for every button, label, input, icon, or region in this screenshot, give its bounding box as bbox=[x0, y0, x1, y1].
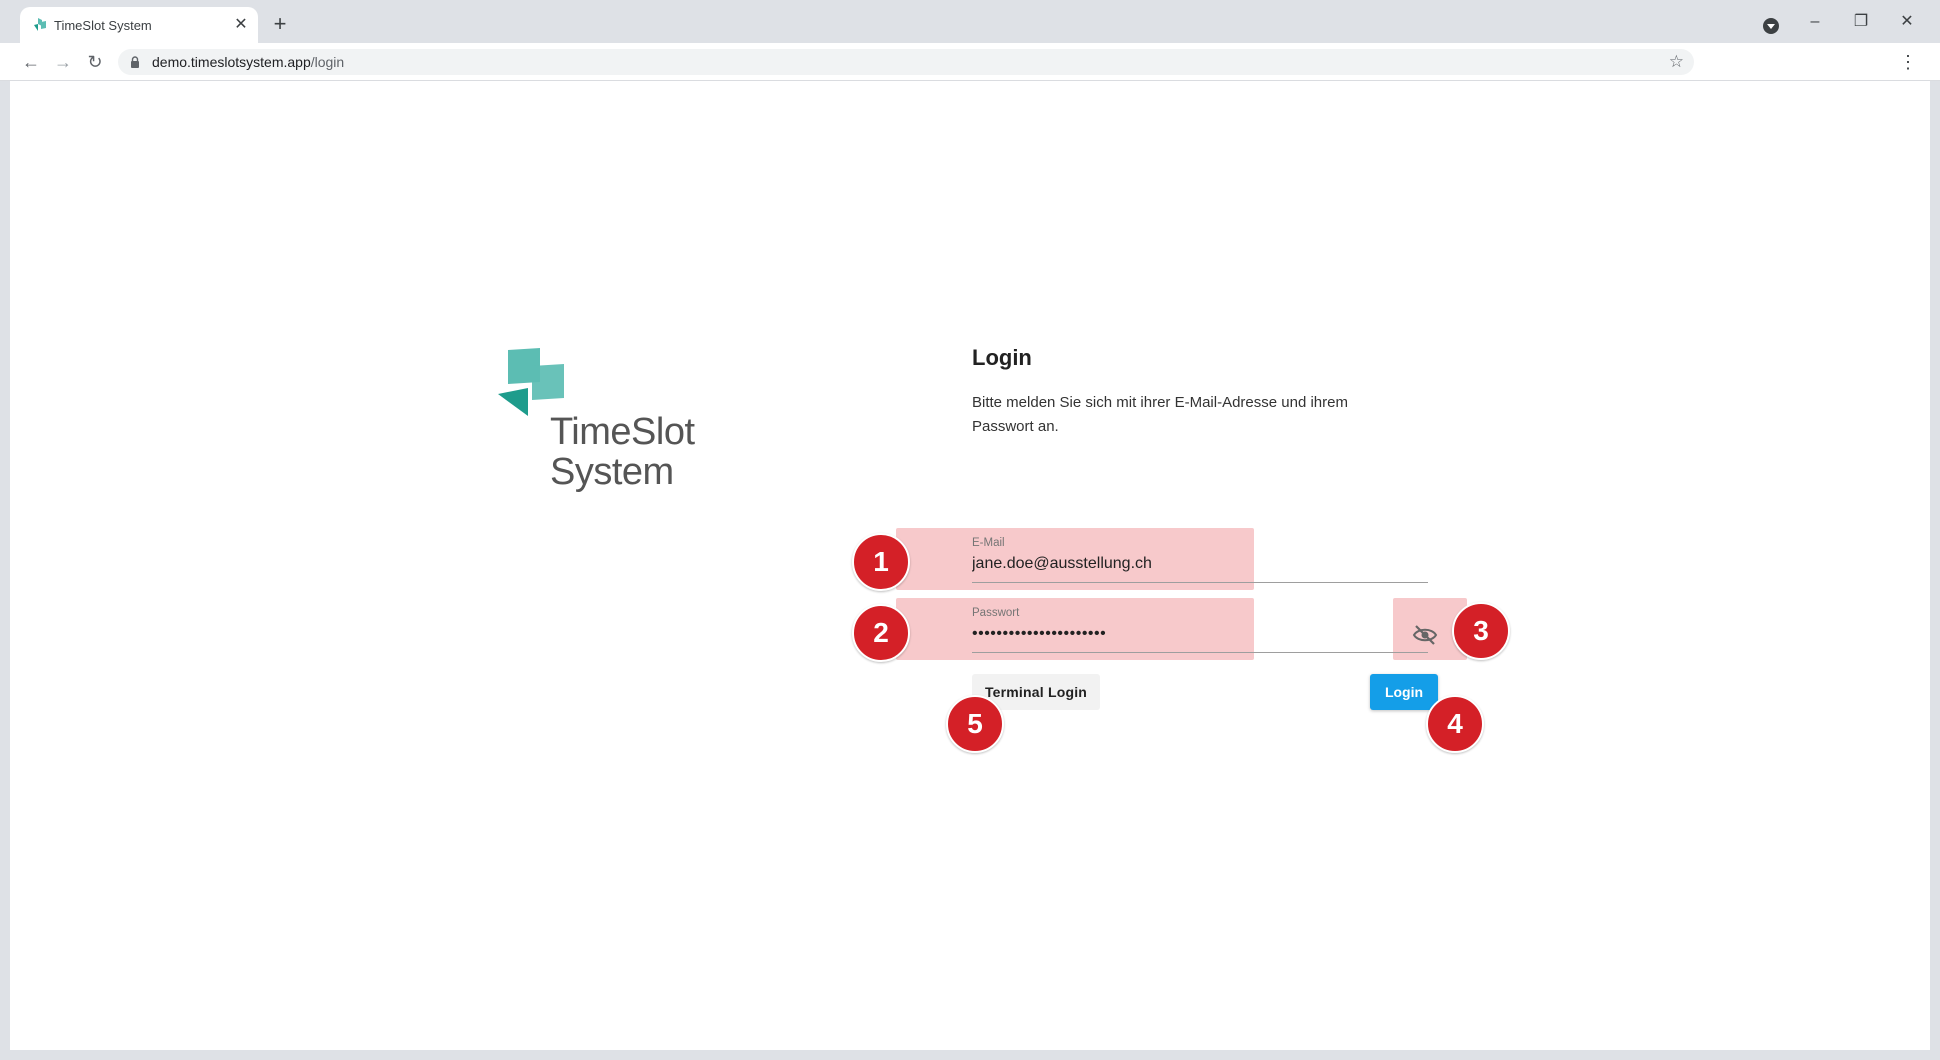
password-field[interactable]: Passwort •••••••••••••••••••••• bbox=[972, 607, 1428, 653]
address-bar[interactable]: demo.timeslotsystem.app/login ☆ bbox=[118, 49, 1694, 75]
marker-1: 1 bbox=[852, 533, 910, 591]
login-heading: Login bbox=[972, 345, 1032, 370]
forward-icon[interactable]: → bbox=[54, 52, 72, 72]
timeslot-favicon-icon bbox=[34, 18, 46, 31]
browser-tab[interactable]: TimeSlot System ✕ bbox=[20, 7, 258, 43]
marker-2: 2 bbox=[852, 604, 910, 662]
close-window-icon[interactable]: ✕ bbox=[1900, 13, 1914, 30]
login-description: Bitte melden Sie sich mit ihrer E-Mail-A… bbox=[972, 394, 1348, 435]
logo-text: TimeSlot System bbox=[550, 411, 695, 493]
new-tab-icon[interactable]: + bbox=[273, 11, 287, 36]
lock-icon bbox=[131, 56, 139, 68]
bookmark-star-icon[interactable]: ☆ bbox=[1668, 52, 1684, 71]
timeslot-logo: TimeSlot System bbox=[498, 346, 738, 492]
email-label: E-Mail bbox=[972, 537, 1005, 549]
tab-strip: TimeSlot System ✕ + – ❐ ✕ bbox=[0, 0, 1940, 43]
password-input[interactable]: •••••••••••••••••••••• bbox=[972, 625, 1107, 642]
email-field[interactable]: E-Mail bbox=[972, 537, 1428, 583]
back-icon[interactable]: ← bbox=[22, 52, 40, 72]
page-viewport bbox=[10, 81, 1930, 1050]
minimize-icon[interactable]: – bbox=[1810, 13, 1820, 30]
email-input[interactable] bbox=[972, 555, 1372, 573]
password-label: Passwort bbox=[972, 607, 1020, 619]
login-button[interactable]: Login bbox=[1370, 674, 1438, 710]
restore-icon[interactable]: ❐ bbox=[1853, 13, 1869, 30]
marker-4: 4 bbox=[1426, 695, 1484, 753]
marker-3: 3 bbox=[1452, 602, 1510, 660]
reload-icon[interactable]: ↻ bbox=[87, 52, 103, 72]
password-visibility-off-icon[interactable] bbox=[1412, 622, 1438, 648]
browser-toolbar: ← → ↻ demo.timeslotsystem.app/login ☆ ⋮ bbox=[0, 43, 1940, 81]
profile-dropdown-icon[interactable] bbox=[1763, 18, 1779, 34]
password-highlight bbox=[896, 598, 1254, 660]
url-text: demo.timeslotsystem.app/login bbox=[152, 54, 345, 70]
tab-close-icon[interactable]: ✕ bbox=[234, 16, 248, 33]
tab-title: TimeSlot System bbox=[54, 18, 152, 33]
marker-5: 5 bbox=[946, 695, 1004, 753]
browser-menu-icon[interactable]: ⋮ bbox=[1899, 52, 1917, 72]
timeslot-logo-mark-icon bbox=[498, 348, 564, 416]
